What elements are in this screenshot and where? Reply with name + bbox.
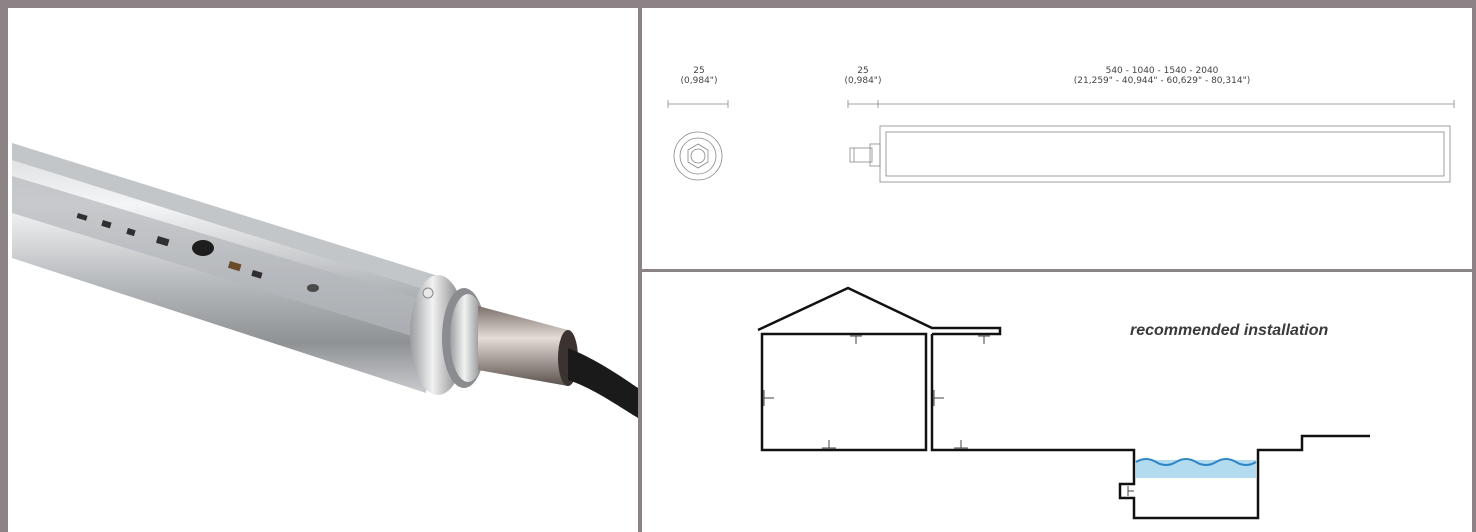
connector-value: 25 bbox=[857, 66, 869, 76]
product-photo-panel bbox=[0, 0, 642, 532]
fixture-markers bbox=[763, 335, 1134, 496]
annex-wall bbox=[930, 334, 1114, 452]
end-view-outer-circle bbox=[673, 131, 723, 181]
water-surface bbox=[1135, 458, 1257, 466]
connector-inch: (0,984") bbox=[844, 76, 882, 86]
installation-label: recommended installation bbox=[1130, 322, 1329, 339]
led-components bbox=[76, 213, 319, 292]
length-dimension: 540 - 1040 - 1540 - 2040 (21,259" - 40,9… bbox=[1052, 66, 1272, 86]
installation-diagram bbox=[757, 286, 1370, 520]
end-view-value: 25 bbox=[693, 66, 705, 76]
dimension-drawing bbox=[667, 100, 1455, 183]
tube-top-edge bbox=[12, 143, 438, 293]
led-bar-photo bbox=[12, 143, 638, 418]
end-view-hex bbox=[687, 143, 709, 169]
end-view-dimension: 25 (0,984") bbox=[674, 66, 724, 86]
pool bbox=[1114, 434, 1370, 520]
cable bbox=[568, 348, 638, 418]
dimension-drawing-panel: 25 (0,984") 25 (0,984") 540 - 1040 - 154… bbox=[642, 0, 1476, 272]
connector-body bbox=[478, 306, 568, 386]
connector-dimension: 25 (0,984") bbox=[838, 66, 888, 86]
length-values: 540 - 1040 - 1540 - 2040 bbox=[1105, 66, 1219, 76]
house-room bbox=[760, 332, 928, 452]
tube-inner-channel bbox=[12, 176, 423, 338]
installation-panel: recommended installation bbox=[642, 272, 1476, 532]
house-roof bbox=[757, 286, 1002, 336]
end-view-inch: (0,984") bbox=[680, 76, 718, 86]
connector-side-view bbox=[849, 147, 873, 163]
bar-side-view bbox=[879, 125, 1451, 183]
length-inches: (21,259" - 40,944" - 60,629" - 80,314") bbox=[1073, 76, 1251, 86]
